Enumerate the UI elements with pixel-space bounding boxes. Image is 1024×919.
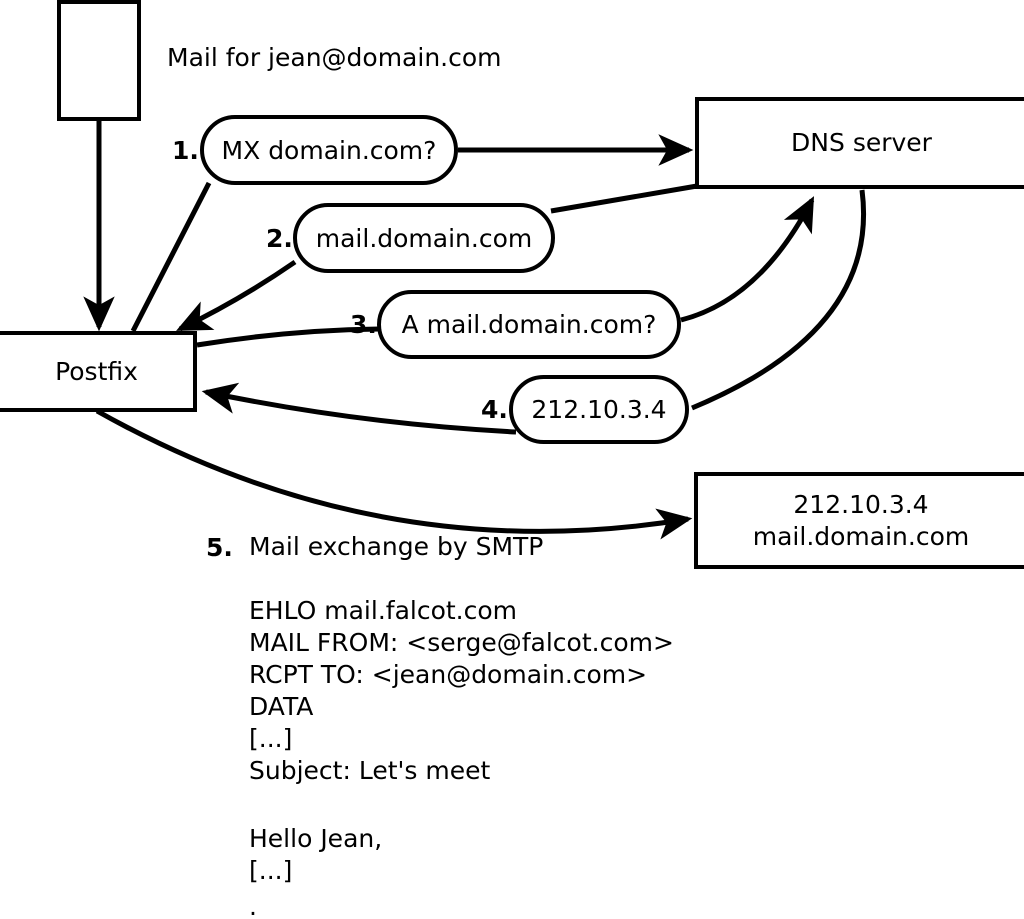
step-5-label: Mail exchange by SMTP	[249, 532, 544, 561]
edge-postfix-to-step3	[196, 326, 380, 348]
smtp-line: Hello Jean,	[249, 824, 383, 853]
node-target-ip: 212.10.3.4	[793, 490, 929, 520]
edge-dns-to-step2	[550, 183, 698, 214]
step-2-label: mail.domain.com	[315, 223, 533, 253]
smtp-line: EHLO mail.falcot.com	[249, 596, 518, 625]
edge-postfix-to-target	[95, 408, 693, 540]
node-sender-box	[57, 0, 141, 121]
smtp-line: .	[249, 892, 257, 919]
node-dns-server: DNS server	[695, 97, 1024, 189]
step-4-number: 4.	[481, 395, 508, 424]
edge-dns-to-step4	[691, 189, 866, 411]
node-postfix-label: Postfix	[55, 356, 138, 386]
edge-postfix-to-step1	[130, 181, 212, 333]
step-2-bubble: mail.domain.com	[293, 203, 555, 273]
step-1-bubble: MX domain.com?	[200, 115, 458, 185]
edge-step3-to-dns	[680, 196, 815, 323]
step-4-bubble: 212.10.3.4	[509, 375, 689, 444]
edge-step4-to-postfix	[201, 382, 517, 435]
step-3-number: 3.	[350, 310, 377, 339]
smtp-line: [...]	[249, 856, 293, 885]
node-target-mail-server: 212.10.3.4 mail.domain.com	[694, 472, 1024, 569]
step-3-bubble: A mail.domain.com?	[377, 290, 681, 359]
step-2-number: 2.	[266, 224, 293, 253]
node-postfix: Postfix	[0, 331, 197, 412]
step-4-label: 212.10.3.4	[531, 395, 667, 424]
edge-step2-to-postfix	[176, 259, 297, 332]
smtp-line: DATA	[249, 692, 314, 721]
smtp-line: [...]	[249, 724, 293, 753]
step-1-label: MX domain.com?	[221, 135, 437, 165]
smtp-line: RCPT TO: <jean@domain.com>	[249, 660, 648, 689]
smtp-line: Subject: Let's meet	[249, 756, 491, 785]
step-3-label: A mail.domain.com?	[401, 310, 657, 339]
node-target-hostname: mail.domain.com	[752, 521, 970, 551]
step-5-number: 5.	[206, 533, 233, 562]
smtp-line: MAIL FROM: <serge@falcot.com>	[249, 628, 674, 657]
step-1-number: 1.	[172, 136, 199, 165]
node-dns-server-label: DNS server	[791, 128, 932, 158]
page-title: Mail for jean@domain.com	[167, 43, 502, 72]
